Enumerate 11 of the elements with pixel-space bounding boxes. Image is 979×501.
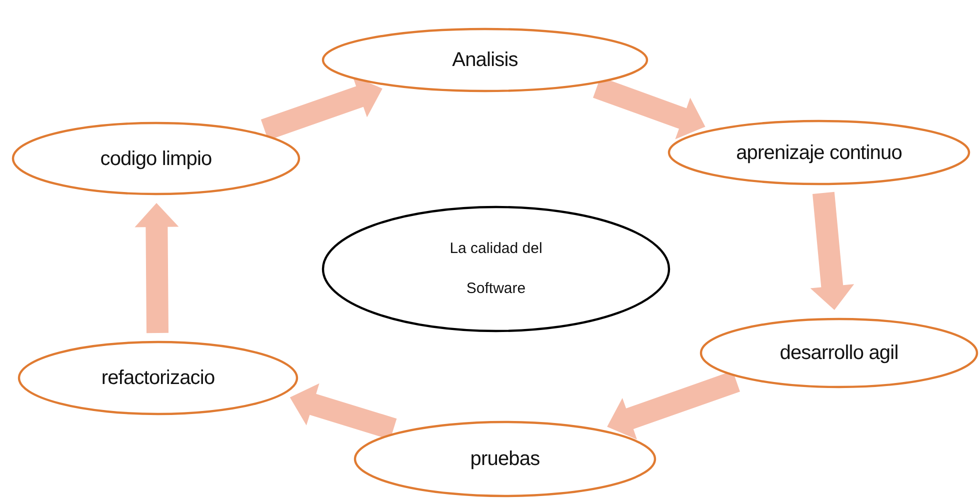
node-label: Analisis <box>452 48 518 72</box>
block-arrow <box>607 370 740 440</box>
node-label: refactorizacio <box>101 366 215 390</box>
node-label: La calidad del Software <box>448 238 544 299</box>
block-arrow <box>134 203 179 334</box>
block-arrow <box>810 192 854 310</box>
node-label: desarrollo agil <box>780 341 898 365</box>
node-label: aprenizaje continuo <box>736 140 902 164</box>
node-label: pruebas <box>470 447 540 471</box>
block-arrow <box>290 383 397 440</box>
node-label: codigo limpio <box>100 146 212 170</box>
